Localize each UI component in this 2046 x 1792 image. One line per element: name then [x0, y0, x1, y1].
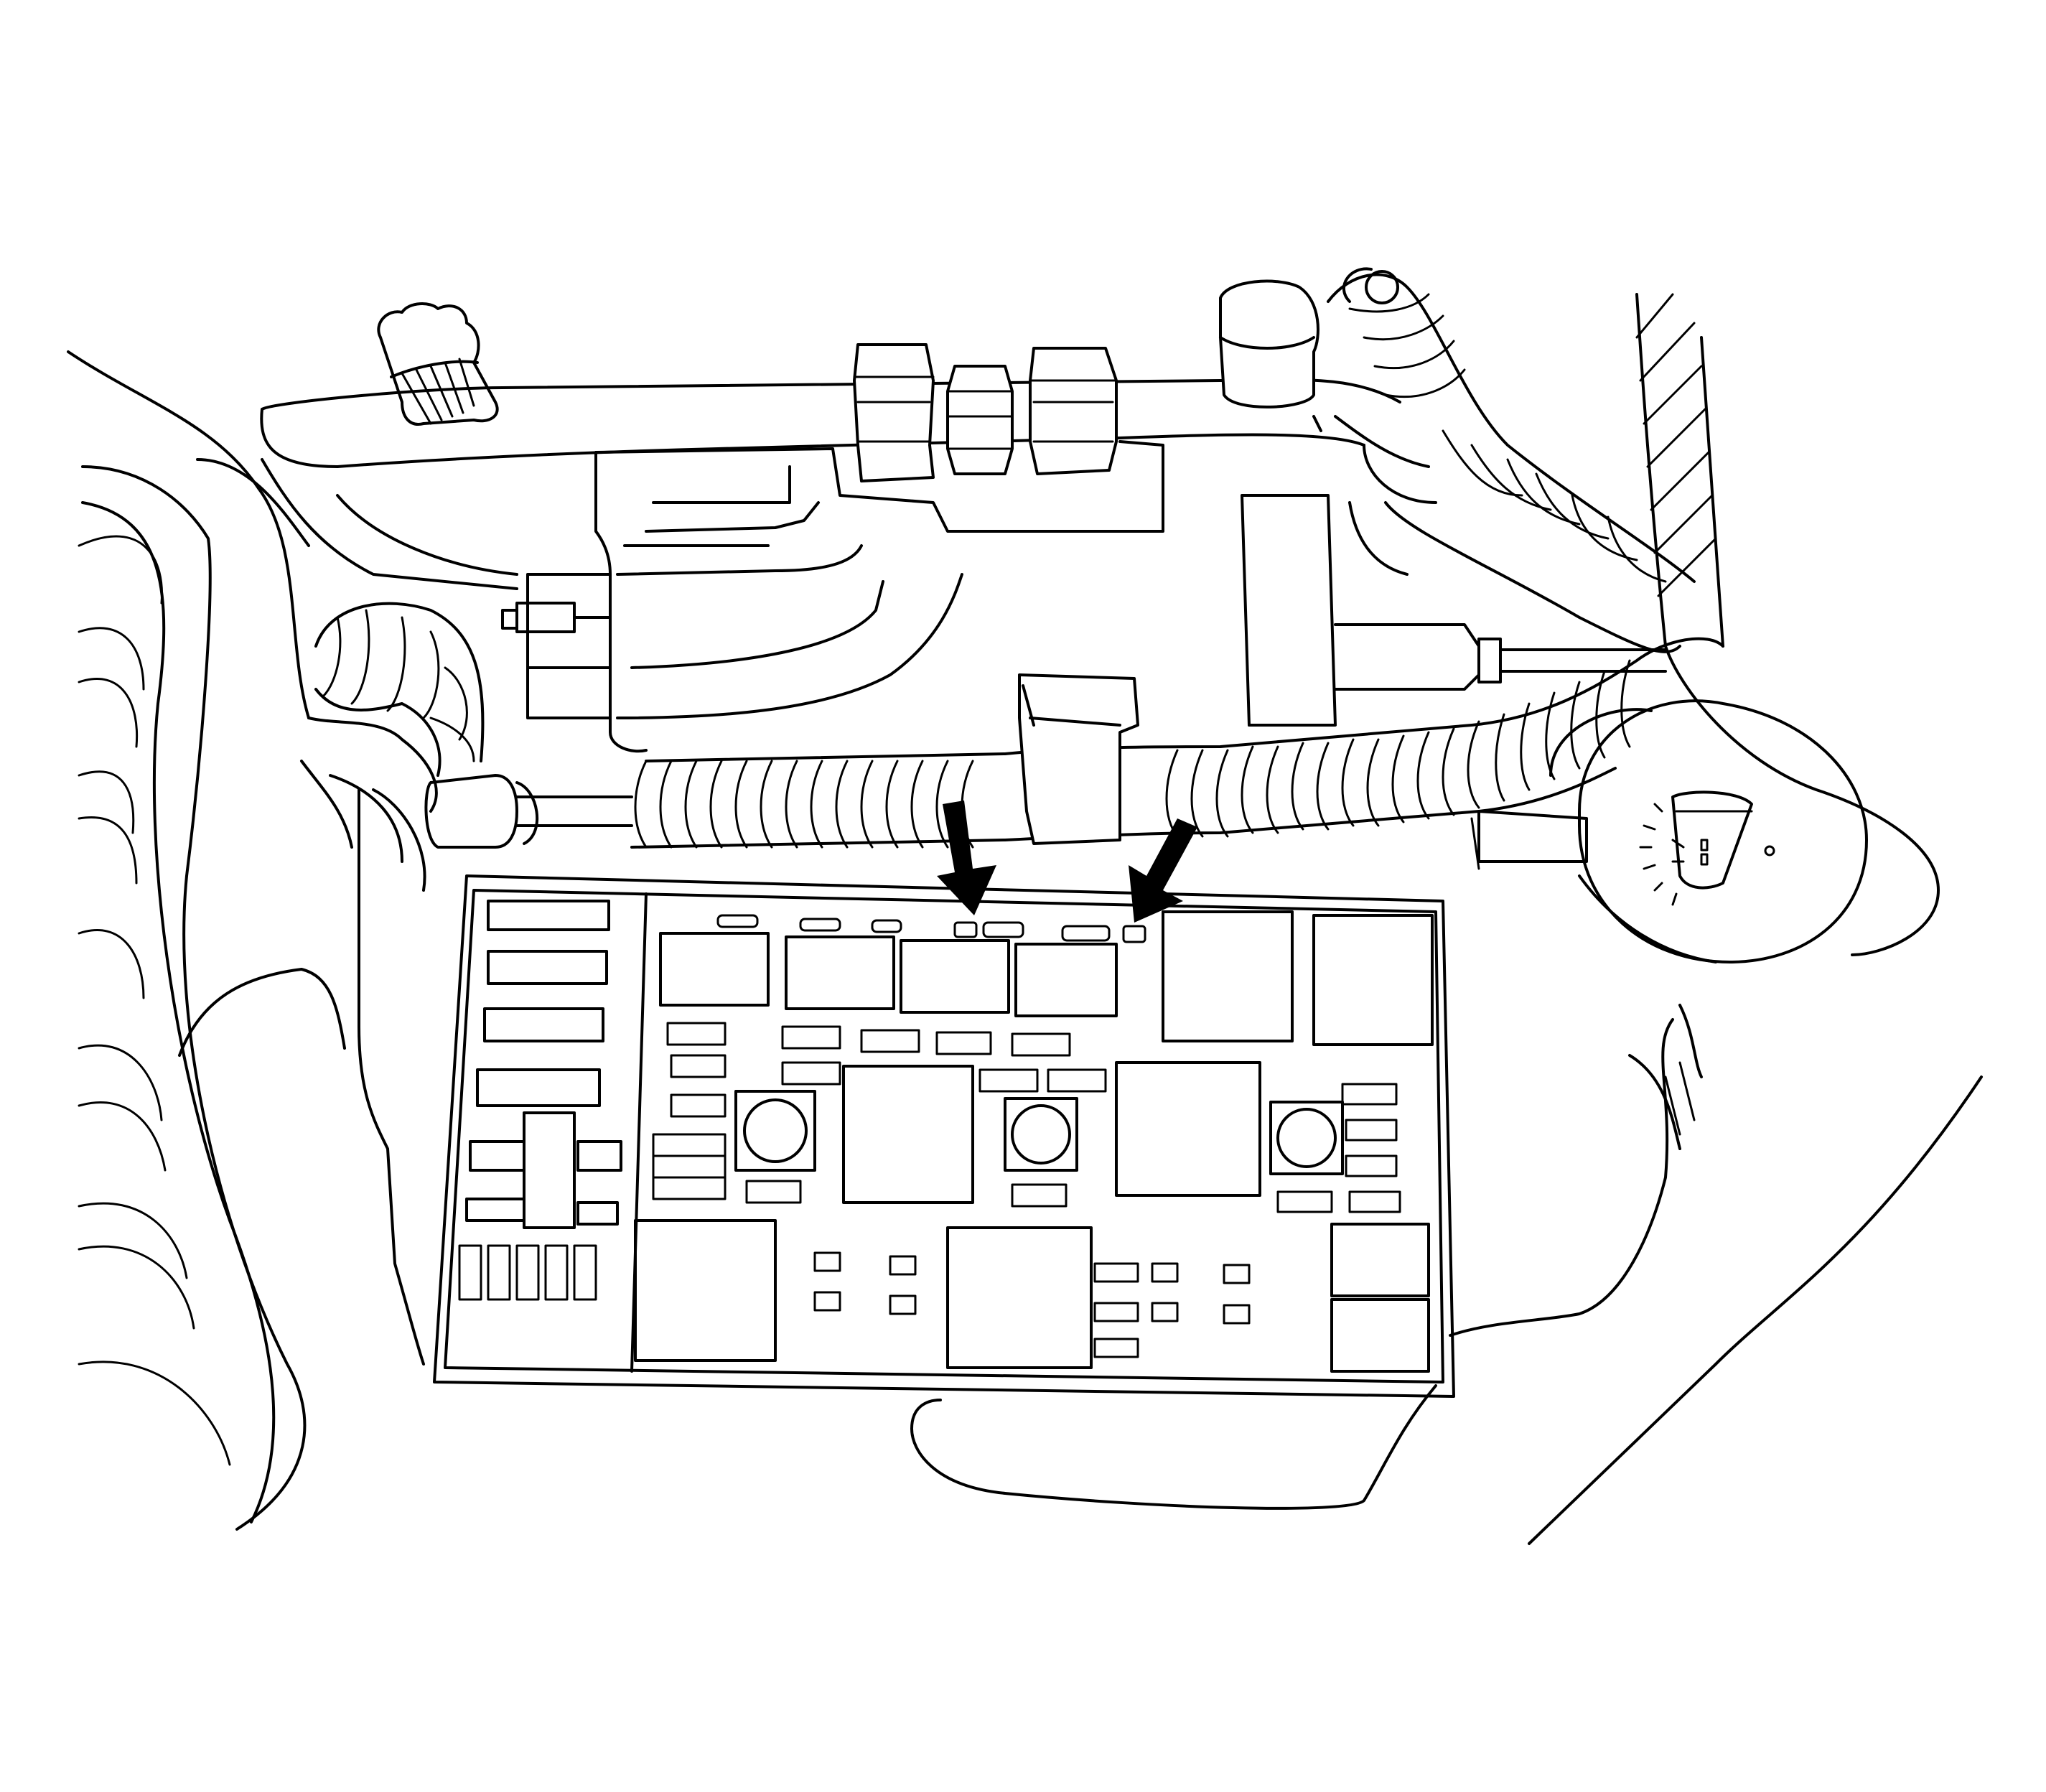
right-side-panel	[1635, 293, 1940, 956]
callout-arrow-left	[937, 801, 996, 915]
central-module-block	[501, 415, 1667, 753]
fuse-block	[433, 874, 1455, 1398]
washer-reservoir-cap	[1470, 699, 1868, 963]
windshield-washer-icon	[1639, 790, 1775, 906]
upper-right-corrugated-hose	[1327, 267, 1696, 653]
upper-pipe-assembly	[260, 279, 1401, 590]
left-fender-panel	[67, 350, 310, 1531]
main-wiring-harness	[424, 637, 1724, 849]
left-corrugated-hose	[300, 602, 485, 863]
callout-arrow-right	[1129, 818, 1197, 923]
lower-body-contours	[178, 788, 1983, 1545]
